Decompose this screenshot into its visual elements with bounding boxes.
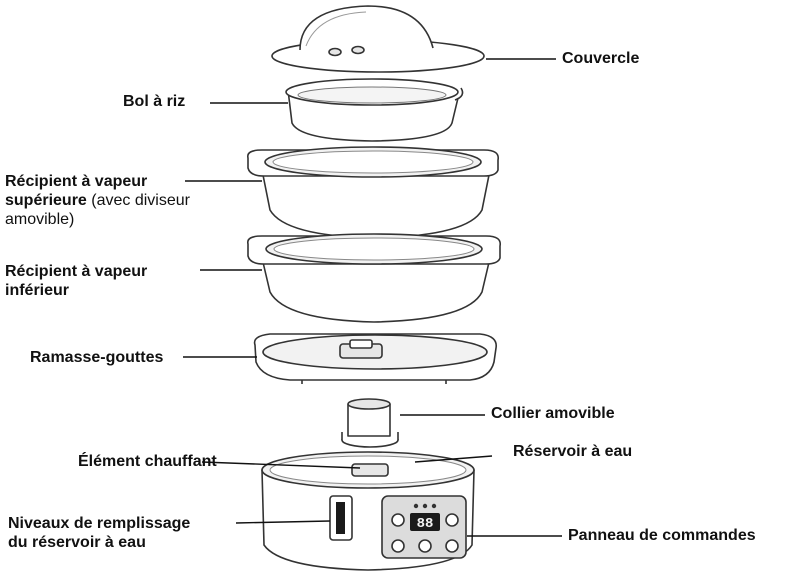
lid xyxy=(271,5,485,73)
base-unit xyxy=(261,451,475,571)
label-recipient-superieur: Récipient à vapeur supérieure (avec divi… xyxy=(5,172,190,229)
lower-steamer-bowl xyxy=(246,233,502,323)
display-digits: 88 xyxy=(417,516,434,532)
label-recipient-inferieur-line2: inférieur xyxy=(5,282,70,299)
label-panneau-de-commandes: Panneau de commandes xyxy=(568,527,756,544)
label-niveaux-line2: du réservoir à eau xyxy=(8,534,146,551)
label-collier-amovible: Collier amovible xyxy=(491,405,615,422)
leader-niveaux xyxy=(235,520,331,524)
leader-element xyxy=(201,461,361,469)
drip-tray xyxy=(253,333,497,384)
label-reservoir-a-eau: Réservoir à eau xyxy=(513,443,633,460)
label-recipient-superieur-line3: amovible) xyxy=(5,211,75,228)
rice-bowl xyxy=(285,78,464,142)
upper-steamer-bowl xyxy=(246,146,500,239)
label-recipient-inferieur: Récipient à vapeur inférieur xyxy=(5,262,147,300)
label-superieure-bold: supérieure xyxy=(5,192,87,209)
label-recipient-inferieur-line1: Récipient à vapeur xyxy=(5,263,148,280)
label-recipient-superieur-line1: Récipient à vapeur xyxy=(5,173,148,190)
label-avec-diviseur: (avec diviseur xyxy=(86,192,190,209)
label-bol-a-riz: Bol à riz xyxy=(123,93,186,110)
label-ramasse-gouttes: Ramasse-gouttes xyxy=(30,349,164,366)
leader-lines xyxy=(183,58,562,537)
label-couvercle: Couvercle xyxy=(562,50,640,67)
removable-collar xyxy=(341,398,399,448)
label-niveaux-remplissage: Niveaux de remplissage du réservoir à ea… xyxy=(8,514,190,552)
leader-reservoir xyxy=(414,455,493,463)
label-niveaux-line1: Niveaux de remplissage xyxy=(8,515,191,532)
label-recipient-superieur-line2: supérieure (avec diviseur xyxy=(5,191,190,210)
label-element-chauffant: Élément chauffant xyxy=(78,453,217,470)
